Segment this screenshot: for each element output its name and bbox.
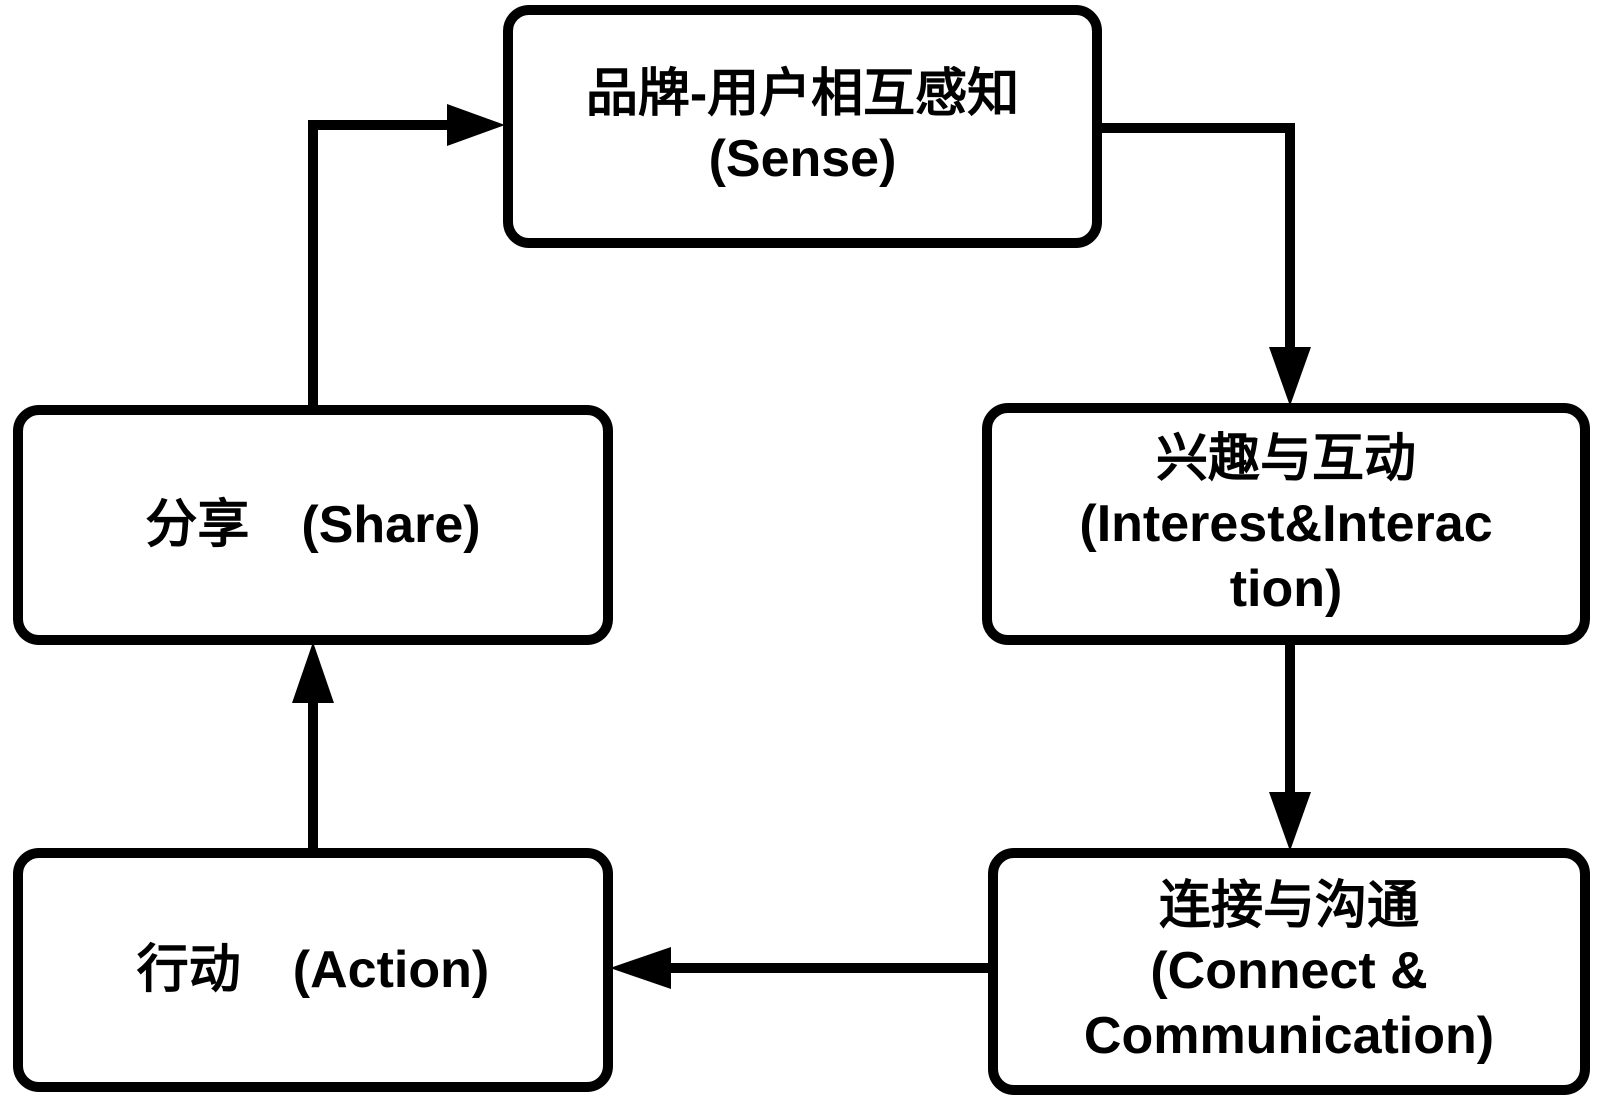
node-sense: 品牌-用户相互感知 (Sense) xyxy=(503,5,1102,248)
node-connect: 连接与沟通 (Connect & Communication) xyxy=(988,848,1590,1095)
arrow-interest-to-connect xyxy=(1269,642,1311,851)
node-connect-label: 连接与沟通 (Connect & Communication) xyxy=(1083,877,1495,1065)
node-action: 行动 (Action) xyxy=(13,848,613,1092)
node-share-label: 分享 (Share) xyxy=(145,495,481,554)
arrow-action-to-share xyxy=(292,642,334,852)
node-interest-label: 兴趣与互动 (Interest&Interac tion) xyxy=(1079,429,1493,618)
node-sense-label: 品牌-用户相互感知 (Sense) xyxy=(585,64,1020,188)
arrow-sense-to-interest xyxy=(1098,123,1311,406)
arrow-connect-to-action xyxy=(610,947,992,989)
node-action-label: 行动 (Action) xyxy=(136,940,490,999)
node-interest: 兴趣与互动 (Interest&Interac tion) xyxy=(982,403,1590,645)
node-share: 分享 (Share) xyxy=(13,405,613,645)
arrow-share-to-sense xyxy=(308,104,505,410)
